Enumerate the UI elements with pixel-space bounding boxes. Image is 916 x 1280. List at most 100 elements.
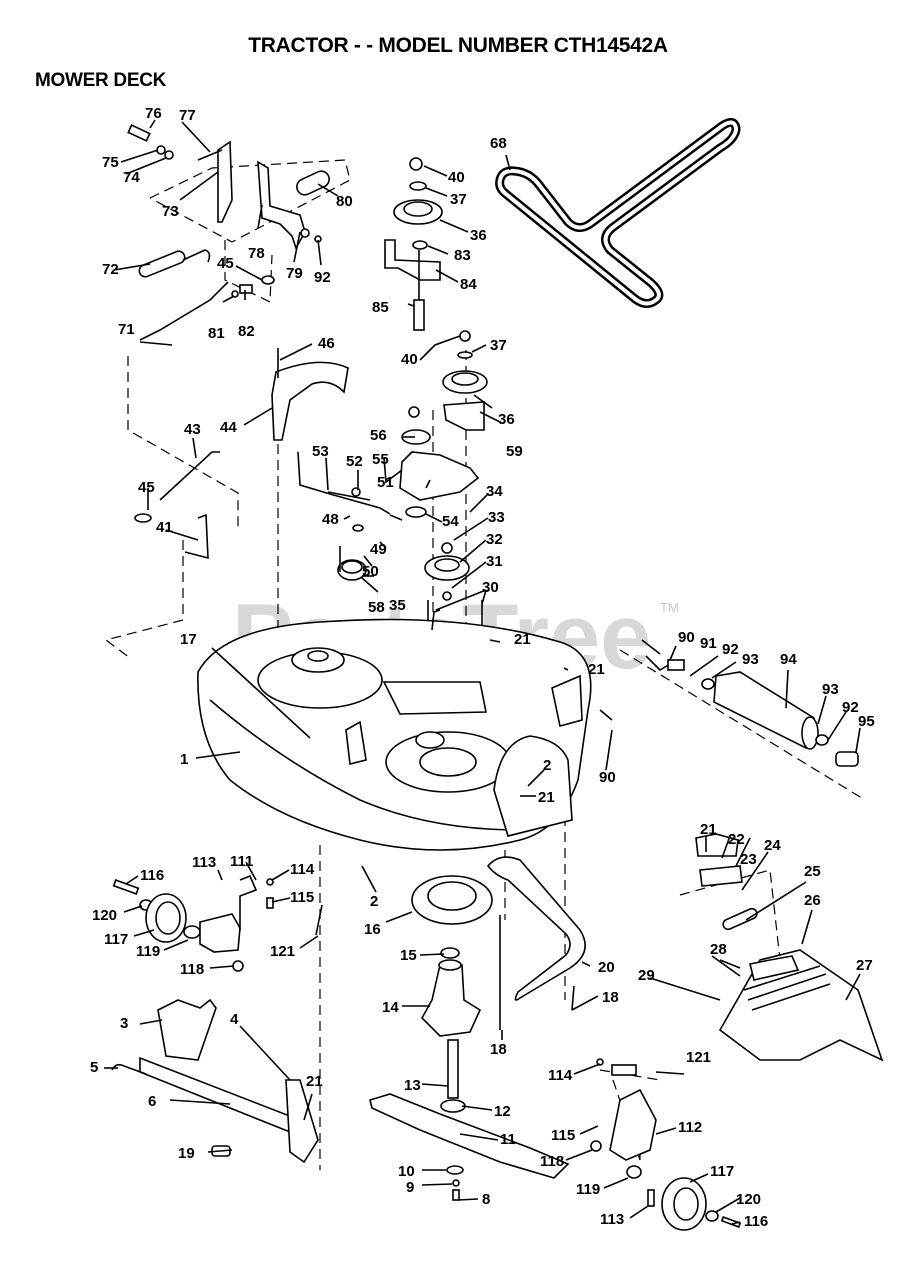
callout-116: 116 [140, 867, 164, 884]
callout-81: 81 [208, 325, 225, 342]
callout-35: 35 [389, 597, 406, 614]
callout-71: 71 [118, 321, 135, 338]
callout-31: 31 [486, 553, 503, 570]
callout-21: 21 [700, 821, 717, 838]
callout-28: 28 [710, 941, 727, 958]
callout-27: 27 [856, 957, 873, 974]
idler-arm-assembly [297, 330, 488, 665]
callout-59: 59 [506, 443, 523, 460]
anti-scalp-roller [599, 655, 859, 767]
callout-40: 40 [401, 351, 418, 368]
callout-labels: 76 77 75 74 73 78 79 92 80 72 45 81 82 7… [90, 105, 875, 1230]
callout-18: 18 [490, 1041, 507, 1058]
callout-44: 44 [220, 419, 237, 436]
callout-3: 3 [120, 1015, 128, 1032]
callout-78: 78 [248, 245, 265, 262]
callout-75: 75 [102, 154, 119, 171]
callout-10: 10 [398, 1163, 415, 1180]
callout-73: 73 [162, 203, 179, 220]
callout-50: 50 [362, 563, 379, 580]
callout-115: 115 [551, 1127, 575, 1144]
callout-91: 91 [700, 635, 717, 652]
callout-58: 58 [368, 599, 385, 616]
callout-72: 72 [102, 261, 119, 278]
callout-15: 15 [400, 947, 417, 964]
section-title: MOWER DECK [35, 70, 167, 91]
callout-22: 22 [728, 831, 745, 848]
callout-23: 23 [740, 851, 757, 868]
callout-19: 19 [178, 1145, 195, 1162]
callout-74: 74 [123, 169, 140, 186]
discharge-chute [695, 833, 884, 1062]
callout-112: 112 [678, 1119, 702, 1136]
callout-118: 118 [180, 961, 204, 978]
callout-2: 2 [370, 893, 378, 910]
callout-117: 117 [104, 931, 128, 948]
callout-68: 68 [490, 135, 507, 152]
callout-113: 113 [600, 1211, 624, 1228]
callout-94: 94 [780, 651, 797, 668]
callout-53: 53 [312, 443, 329, 460]
blade-spindle-assembly [369, 875, 570, 1201]
callout-118: 118 [540, 1153, 564, 1170]
callout-92: 92 [722, 641, 739, 658]
callout-leader-lines [104, 119, 861, 1225]
callout-20: 20 [598, 959, 615, 976]
callout-37: 37 [450, 191, 467, 208]
callout-114: 114 [548, 1067, 573, 1084]
callout-21: 21 [514, 631, 531, 648]
callout-36: 36 [498, 411, 515, 428]
callout-21: 21 [588, 661, 605, 678]
callout-26: 26 [804, 892, 821, 909]
callout-8: 8 [482, 1191, 490, 1208]
diagram-title: TRACTOR - - MODEL NUMBER CTH14542A [248, 34, 668, 57]
callout-55: 55 [372, 451, 389, 468]
callout-93: 93 [742, 651, 759, 668]
callout-111: 111 [230, 853, 253, 870]
callout-34: 34 [486, 483, 503, 500]
gauge-wheel-left [112, 874, 323, 972]
callout-25: 25 [804, 863, 821, 880]
callout-83: 83 [454, 247, 471, 264]
callout-114: 114 [290, 861, 315, 878]
callout-119: 119 [576, 1181, 600, 1198]
callout-5: 5 [90, 1059, 98, 1076]
idler-pulley-upper [384, 157, 443, 331]
callout-16: 16 [364, 921, 381, 938]
front-hanger-link [111, 998, 319, 1164]
callout-76: 76 [145, 105, 162, 122]
callout-85: 85 [372, 299, 389, 316]
callout-52: 52 [346, 453, 363, 470]
callout-41: 41 [156, 519, 173, 536]
callout-17: 17 [180, 631, 197, 648]
callout-95: 95 [858, 713, 875, 730]
callout-48: 48 [322, 511, 339, 528]
callout-93: 93 [822, 681, 839, 698]
callout-29: 29 [638, 967, 655, 984]
watermark-trademark: TM [660, 600, 679, 615]
callout-37: 37 [490, 337, 507, 354]
callout-9: 9 [406, 1179, 414, 1196]
callout-92: 92 [314, 269, 331, 286]
lift-rod-assembly [134, 451, 220, 560]
callout-115: 115 [290, 889, 314, 906]
callout-51: 51 [377, 474, 394, 491]
callout-13: 13 [404, 1077, 421, 1094]
callout-54: 54 [442, 513, 459, 530]
callout-117: 117 [710, 1163, 734, 1180]
callout-6: 6 [148, 1093, 156, 1110]
callout-92: 92 [842, 699, 859, 716]
callout-21: 21 [538, 789, 555, 806]
callout-79: 79 [286, 265, 303, 282]
mower-deck-housing [197, 618, 592, 851]
callout-21: 21 [306, 1073, 323, 1090]
callout-2: 2 [543, 757, 551, 774]
callout-1: 1 [180, 751, 188, 768]
callout-4: 4 [230, 1011, 239, 1028]
callout-77: 77 [179, 107, 196, 124]
callout-40: 40 [448, 169, 465, 186]
callout-120: 120 [736, 1191, 761, 1208]
callout-82: 82 [238, 323, 255, 340]
belt-guard [271, 348, 349, 441]
